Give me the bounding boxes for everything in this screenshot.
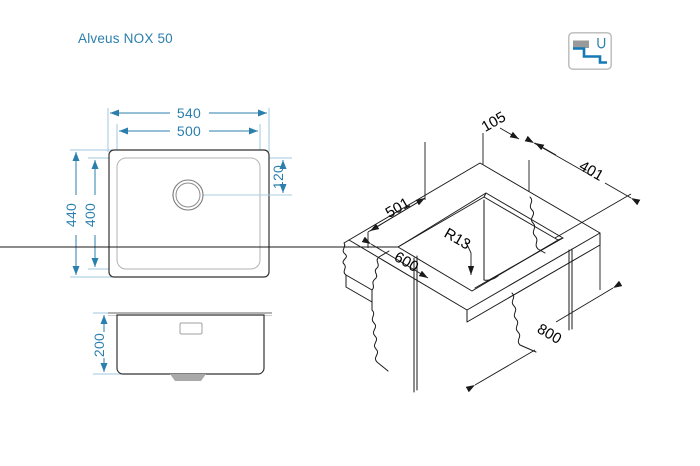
dimension-200: 200 bbox=[91, 315, 108, 372]
cabinet-panel-right bbox=[568, 248, 573, 331]
dimension-401: 401 bbox=[524, 135, 641, 239]
dimension-label: 200 bbox=[91, 333, 107, 357]
front-view: 200 bbox=[91, 312, 272, 381]
dimension-440: 440 bbox=[63, 152, 80, 275]
cabinet-break-right bbox=[511, 292, 537, 353]
dimension-label: 800 bbox=[534, 320, 564, 347]
dimension-label: 120 bbox=[270, 165, 286, 189]
front-view-bowl bbox=[116, 314, 265, 375]
cutout-opening bbox=[397, 196, 559, 292]
dimension-label: 401 bbox=[576, 157, 606, 184]
dimension-label: R13 bbox=[441, 225, 473, 253]
dimension-500: 500 bbox=[119, 123, 258, 139]
logo-counter-block bbox=[573, 40, 589, 48]
cutout-opening-inner-ledge bbox=[402, 192, 564, 289]
dimension-label: 540 bbox=[177, 105, 201, 121]
dimension-label: 440 bbox=[63, 203, 79, 227]
cutout-ledge-connector bbox=[397, 243, 404, 248]
drain-shadow bbox=[170, 374, 206, 381]
drain-hole-inner bbox=[175, 182, 201, 208]
cutout-ledge-connector bbox=[483, 192, 487, 198]
overflow-slot bbox=[179, 322, 203, 335]
dimension-600: 600 bbox=[361, 236, 429, 279]
page-title: Alveus NOX 50 bbox=[78, 31, 173, 46]
dimension-105: 105 bbox=[479, 108, 557, 192]
cabinet-panel-front-left bbox=[413, 255, 418, 393]
dimension-label: 400 bbox=[82, 203, 98, 227]
dimension-120: 120 bbox=[270, 160, 287, 193]
dimension-label: 105 bbox=[479, 108, 509, 135]
countertop-top-face bbox=[348, 162, 601, 311]
countertop-edge-thickness-right bbox=[466, 232, 601, 323]
undermount-sink-logo bbox=[568, 32, 612, 70]
logo-letter-u bbox=[597, 38, 606, 49]
dimension-r13: R13 bbox=[441, 225, 475, 275]
sink-body-in-cutout bbox=[483, 199, 499, 281]
sink-bowl-outline bbox=[116, 157, 261, 270]
countertop-break-edge-left bbox=[342, 239, 390, 291]
cabinet-break-left bbox=[371, 301, 389, 372]
dimension-label: 500 bbox=[177, 123, 201, 139]
cutout-ledge-connector bbox=[557, 237, 564, 241]
dimension-540: 540 bbox=[110, 105, 267, 121]
top-view: 540 500 440 400 bbox=[63, 105, 292, 278]
countertop-break-edge-right bbox=[529, 196, 546, 254]
countertop-edge-thickness-left bbox=[345, 274, 373, 303]
logo-sink-profile bbox=[573, 47, 607, 64]
dimension-400: 400 bbox=[82, 160, 99, 267]
